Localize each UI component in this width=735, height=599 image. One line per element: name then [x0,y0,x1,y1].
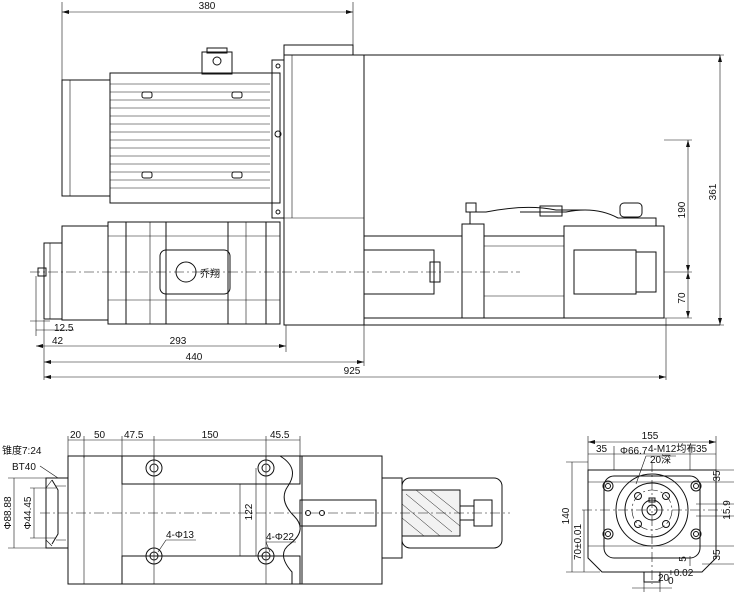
thread-hole [662,492,670,500]
pcd-label: Φ66.7 [620,446,648,457]
thread-hole [634,492,642,500]
dim-phi88: Φ88.88 [3,496,14,529]
bolt-hole [145,459,163,477]
dim-190: 190 [677,201,688,218]
dim-12-5: 12.5 [54,323,74,334]
dim-35-left: 35 [596,444,608,455]
dim-122: 122 [244,503,255,520]
top-view: 380 [30,1,724,380]
dim-70-top: 70 [677,292,688,304]
logo-text: 乔翔 [200,267,220,280]
dim-45-5: 45.5 [270,430,290,441]
spindle-head: 乔翔 [37,221,281,325]
dim-380: 380 [199,1,216,12]
depth-label: 20深 [650,454,671,466]
motor [61,47,285,219]
dim-20-key: 20 [658,573,670,584]
bt40-label: BT40 [12,462,36,473]
dim-15-9: 15.9 [722,500,733,520]
dim-50: 50 [94,430,106,441]
taper-label: 锥度7:24 [2,444,42,457]
dim-35-top: 35 [712,470,723,482]
dim-5: 5 [678,556,689,562]
dim-155: 155 [642,431,659,442]
mount-hole [602,528,614,540]
dim-140: 140 [561,507,572,524]
front-view: 20 50 47.5 150 45.5 锥度7:24 BT40 [2,430,510,585]
dim-phi44: Φ44.45 [23,496,34,529]
mount-hole [690,528,702,540]
end-view: 155 35 35 Φ66.7 4-M12均布 20深 1 [561,431,734,592]
bolt-hole [257,459,275,477]
dim-20-front: 20 [70,430,82,441]
holes-13-label: 4-Φ13 [166,530,194,541]
dim-20-tol-upper: +0.02 [668,568,694,579]
dim-35-bottom: 35 [712,549,723,561]
feed-cylinder [363,202,665,319]
mount-hole [602,480,614,492]
bolt-hole [145,547,163,565]
holes-22-label: 4-Φ22 [266,532,294,543]
bolt-hole [257,547,275,565]
dim-35-right: 35 [696,444,708,455]
top-plate [283,44,354,56]
dim-150: 150 [202,430,219,441]
mount-hole [690,480,702,492]
dim-293: 293 [170,336,187,347]
dim-70-tol: 70±0.01 [573,524,584,561]
dim-440: 440 [186,352,203,363]
dim-361: 361 [708,183,719,200]
thread-hole [634,520,642,528]
thread-hole [662,520,670,528]
dim-47-5: 47.5 [124,430,144,441]
main-housing [283,54,365,326]
dim-20-tol-lower: 0 [668,576,674,587]
threads-label: 4-M12均布 [648,443,696,455]
dim-925: 925 [344,366,361,377]
dim-42: 42 [52,336,64,347]
